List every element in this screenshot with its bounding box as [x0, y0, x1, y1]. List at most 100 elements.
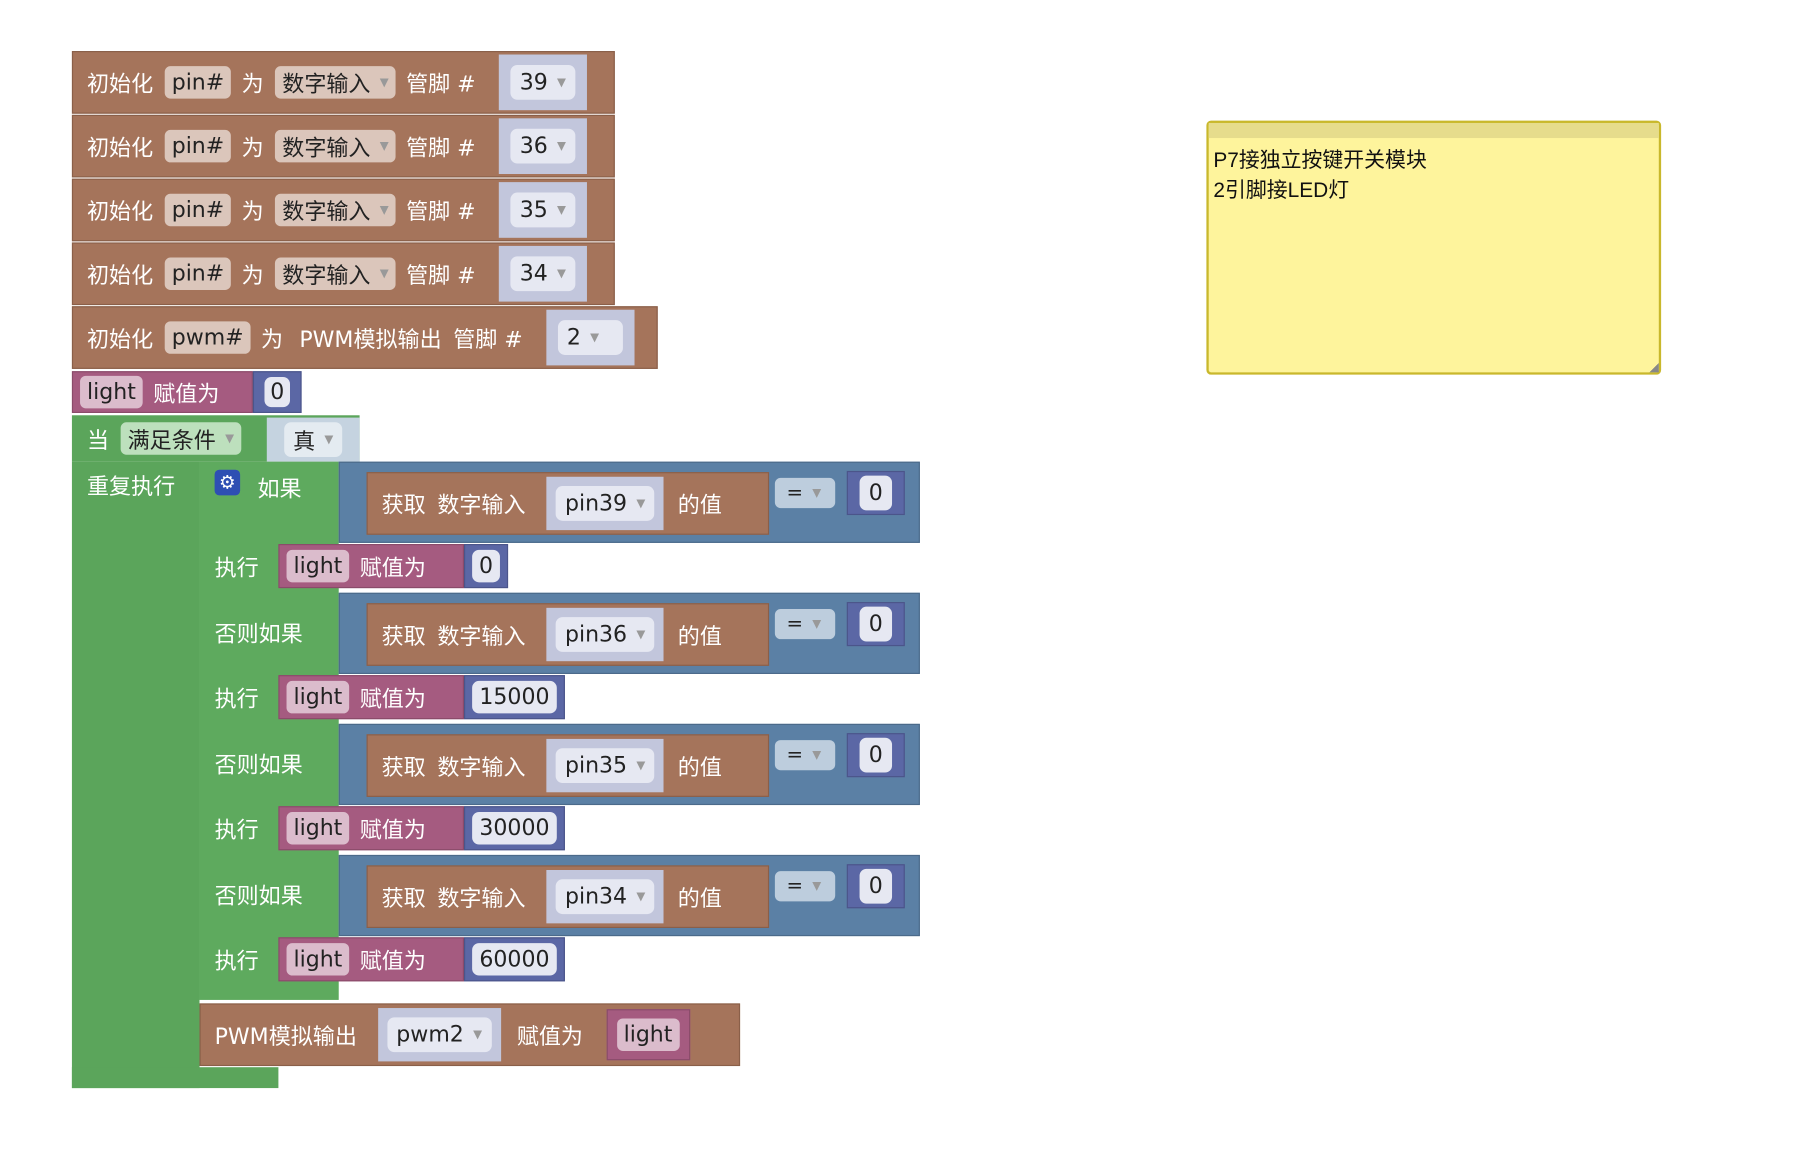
init-label: 初始化	[87, 262, 154, 289]
gear-icon[interactable]: ⚙	[214, 469, 241, 496]
variable-field[interactable]: light	[286, 549, 350, 583]
mode-text: 数字输入	[282, 198, 371, 225]
resize-handle-icon[interactable]	[1649, 363, 1659, 373]
bool-value: 真	[293, 428, 316, 455]
init-pin-block[interactable]: 初始化 pwm# 为 PWM模拟输出 管脚 # 2▼	[71, 306, 658, 369]
repeat-label: 重复执行	[87, 474, 176, 500]
number-value[interactable]: 0	[472, 549, 501, 583]
of-label: 的值	[677, 885, 722, 912]
pin-number[interactable]: 2	[566, 324, 581, 351]
mode-text: 数字输入	[282, 71, 371, 97]
init-label: 初始化	[87, 326, 154, 353]
number-value[interactable]: 15000	[472, 680, 557, 714]
mode-label: 数字输入	[437, 623, 526, 650]
pin-number[interactable]: 35	[519, 197, 548, 223]
pin-label: 管脚 #	[406, 262, 476, 289]
operator-dropdown[interactable]: =▼	[774, 609, 836, 640]
digital-read-block[interactable]: 获取 数字输入 pin34▼ 的值	[366, 865, 770, 928]
assign-label: 赋值为	[359, 948, 426, 974]
operator-dropdown[interactable]: =▼	[774, 740, 836, 771]
chevron-down-icon: ▼	[812, 879, 822, 893]
pin-label: 管脚 #	[406, 198, 476, 225]
mode-dropdown[interactable]: 数字输入▼	[275, 66, 396, 99]
variable-field[interactable]: pin#	[164, 193, 232, 227]
number-block[interactable]: 0	[846, 470, 905, 516]
variable-field[interactable]: light	[616, 1018, 680, 1051]
operator-dropdown[interactable]: =▼	[774, 477, 836, 509]
pin-field: pin36	[564, 621, 628, 648]
variable-field[interactable]: light	[286, 943, 350, 976]
mode-dropdown[interactable]: 数字输入▼	[275, 257, 396, 290]
digital-read-block[interactable]: 获取 数字输入 pin36▼ 的值	[366, 603, 770, 666]
digital-read-block[interactable]: 获取 数字输入 pin35▼ 的值	[366, 734, 770, 797]
as-label: 为	[241, 198, 264, 225]
variable-field[interactable]: light	[286, 812, 350, 845]
chevron-down-icon: ▼	[324, 433, 334, 447]
set-light-block[interactable]: light 赋值为	[278, 675, 464, 720]
number-block[interactable]: 15000	[464, 675, 565, 720]
variable-field[interactable]: pwm#	[164, 321, 251, 354]
chevron-down-icon: ▼	[636, 628, 646, 641]
digital-read-block[interactable]: 获取 数字输入 pin39▼ 的值	[366, 472, 770, 535]
as-label: 为	[241, 262, 264, 289]
number-value[interactable]: 0	[264, 377, 291, 408]
init-pin-block[interactable]: 初始化 pin# 为 数字输入▼ 管脚 # 36▼	[71, 114, 615, 178]
variable-field[interactable]: light	[80, 375, 143, 409]
mode-text: 数字输入	[282, 262, 371, 289]
chevron-down-icon: ▼	[812, 486, 822, 500]
set-light-block[interactable]: light 赋值为	[71, 371, 253, 413]
mode-label: 数字输入	[437, 885, 526, 912]
number-value[interactable]: 0	[859, 606, 893, 642]
number-block[interactable]: 0	[252, 371, 302, 413]
chevron-down-icon: ▼	[812, 748, 822, 762]
init-label: 初始化	[87, 71, 154, 97]
pwm-output-block[interactable]: PWM模拟输出 pwm2▼ 赋值为 light	[199, 1003, 741, 1067]
operator-dropdown[interactable]: =▼	[774, 871, 836, 902]
mode-dropdown[interactable]: 数字输入 ▼	[275, 193, 396, 227]
pin-number[interactable]: 36	[519, 133, 548, 159]
chevron-down-icon: ▼	[379, 203, 389, 217]
pin-number[interactable]: 39	[519, 69, 548, 96]
number-value[interactable]: 0	[859, 737, 893, 773]
pwm-output-label: PWM模拟输出	[214, 1023, 357, 1050]
chevron-down-icon: ▼	[812, 617, 822, 631]
number-value[interactable]: 0	[859, 868, 893, 904]
assign-label: 赋值为	[153, 381, 220, 407]
mode-dropdown[interactable]: 数字输入▼	[275, 129, 396, 163]
number-block[interactable]: 0	[846, 733, 905, 778]
number-block[interactable]: 30000	[464, 806, 565, 851]
number-block[interactable]: 60000	[464, 937, 565, 982]
condition-dropdown[interactable]: 满足条件▼	[120, 422, 241, 455]
variable-field[interactable]: pin#	[164, 66, 232, 99]
number-value[interactable]: 0	[859, 475, 893, 511]
set-light-block[interactable]: light 赋值为	[278, 544, 464, 589]
number-value[interactable]: 30000	[472, 812, 557, 845]
bool-block[interactable]: 真▼	[266, 417, 360, 462]
number-value[interactable]: 60000	[472, 943, 557, 976]
assign-label: 赋值为	[516, 1023, 583, 1050]
pin-field: pin39	[564, 490, 628, 517]
set-light-block[interactable]: light 赋值为	[278, 806, 464, 851]
if-block[interactable]	[199, 461, 339, 1000]
comment-header[interactable]	[1208, 122, 1659, 139]
number-block[interactable]: 0	[846, 602, 905, 647]
comment-line[interactable]: 2引脚接LED灯	[1213, 178, 1350, 202]
number-block[interactable]: 0	[464, 544, 509, 589]
init-pin-block[interactable]: 初始化 pin# 为 数字输入▼ 管脚 # 34▼	[71, 242, 615, 306]
pin-number[interactable]: 34	[519, 261, 548, 287]
variable-field[interactable]: light	[286, 680, 350, 714]
init-pin-block[interactable]: 初始化 pin# 为 数字输入▼ 管脚 # 39▼	[71, 51, 615, 114]
get-label: 获取	[381, 754, 426, 781]
set-light-block[interactable]: light 赋值为	[278, 937, 464, 982]
comment-line[interactable]: P7接独立按键开关模块	[1213, 148, 1427, 172]
variable-field[interactable]: pin#	[164, 129, 232, 163]
number-block[interactable]: 0	[846, 864, 905, 909]
if-label: 如果	[257, 476, 302, 503]
chevron-down-icon: ▼	[473, 1028, 483, 1042]
chevron-down-icon: ▼	[379, 139, 389, 153]
comment-note[interactable]: P7接独立按键开关模块 2引脚接LED灯	[1206, 120, 1662, 375]
init-pin-block[interactable]: 初始化 pin# 为 数字输入▼ 管脚 # 35▼	[71, 178, 615, 242]
variable-field[interactable]: pin#	[164, 257, 232, 290]
chevron-down-icon: ▼	[557, 203, 566, 217]
